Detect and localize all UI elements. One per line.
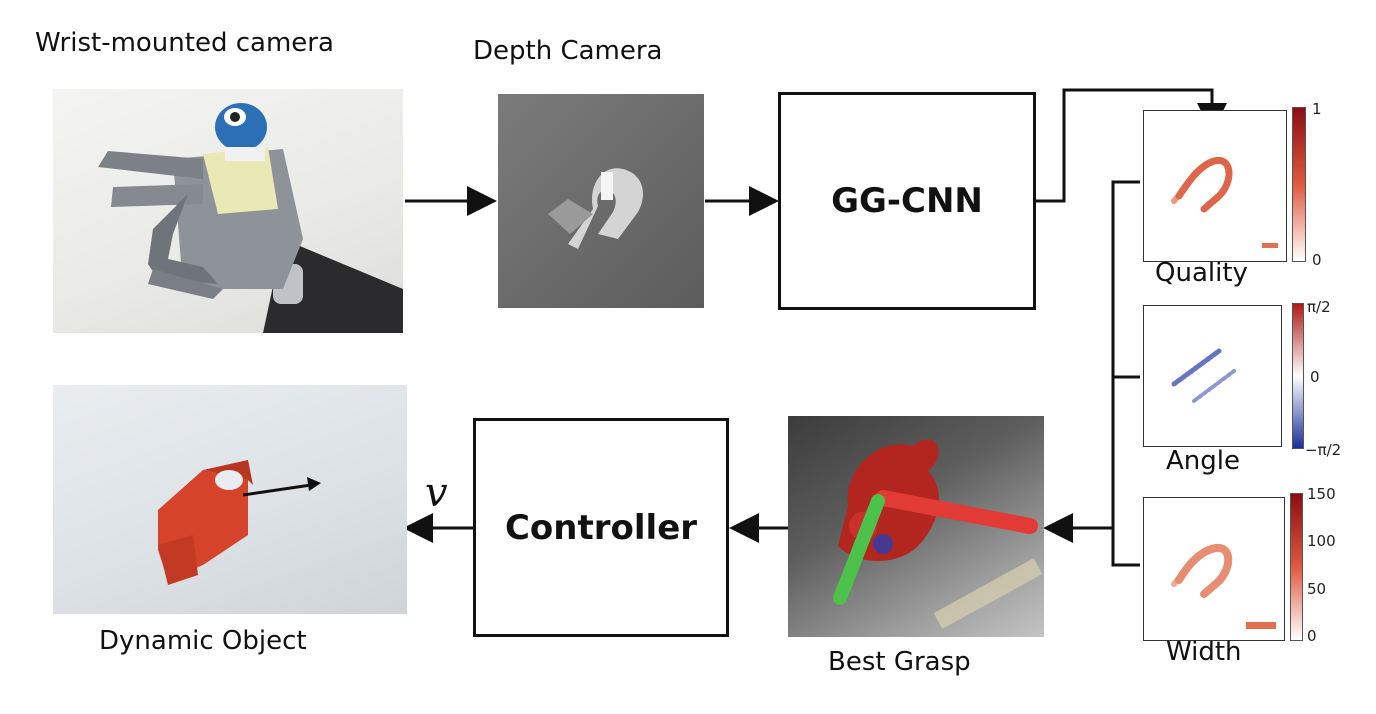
width-cbar-50: 50 [1307, 580, 1327, 598]
angle-label: Angle [1166, 446, 1240, 476]
arrow-ggcnn-to-maps [1036, 88, 1227, 203]
ggcnn-box: GG-CNN [778, 92, 1036, 310]
best-grasp-image [788, 416, 1044, 637]
angle-cbar-min: −π/2 [1305, 441, 1342, 459]
quality-label: Quality [1155, 258, 1248, 288]
depth-camera-label: Depth Camera [473, 36, 663, 66]
width-cbar-0: 0 [1307, 627, 1317, 645]
angle-map [1143, 305, 1282, 447]
angle-heatmap-icon [1171, 348, 1236, 403]
grasp-visualization-icon [833, 439, 1043, 629]
angle-colorbar [1292, 303, 1304, 449]
maps-bracket [1111, 180, 1140, 567]
width-colorbar [1290, 493, 1303, 641]
dynamic-object-icon [158, 460, 321, 585]
robot-hand-icon [98, 103, 403, 333]
wrist-camera-photo [53, 89, 403, 333]
controller-label: Controller [504, 507, 698, 548]
wrist-camera-label: Wrist-mounted camera [35, 28, 334, 58]
quality-heatmap-icon [1171, 156, 1278, 248]
angle-cbar-max: π/2 [1307, 298, 1331, 316]
best-grasp-label: Best Grasp [828, 647, 971, 677]
width-heatmap-icon [1171, 544, 1276, 629]
ggcnn-label: GG-CNN [831, 181, 983, 221]
depth-image-icon [548, 168, 643, 249]
quality-colorbar [1292, 107, 1306, 262]
depth-camera-image [498, 94, 704, 308]
velocity-symbol: v [425, 470, 448, 516]
controller-box: Controller [473, 418, 729, 637]
width-cbar-100: 100 [1307, 532, 1336, 550]
width-map [1143, 497, 1285, 641]
width-cbar-150: 150 [1307, 485, 1336, 503]
quality-map [1143, 110, 1287, 262]
quality-cbar-min: 0 [1312, 251, 1322, 269]
dynamic-object-photo [53, 385, 407, 614]
angle-cbar-mid: 0 [1310, 368, 1320, 386]
width-label: Width [1166, 637, 1242, 667]
quality-cbar-max: 1 [1312, 100, 1322, 118]
dynamic-object-label: Dynamic Object [99, 626, 307, 656]
